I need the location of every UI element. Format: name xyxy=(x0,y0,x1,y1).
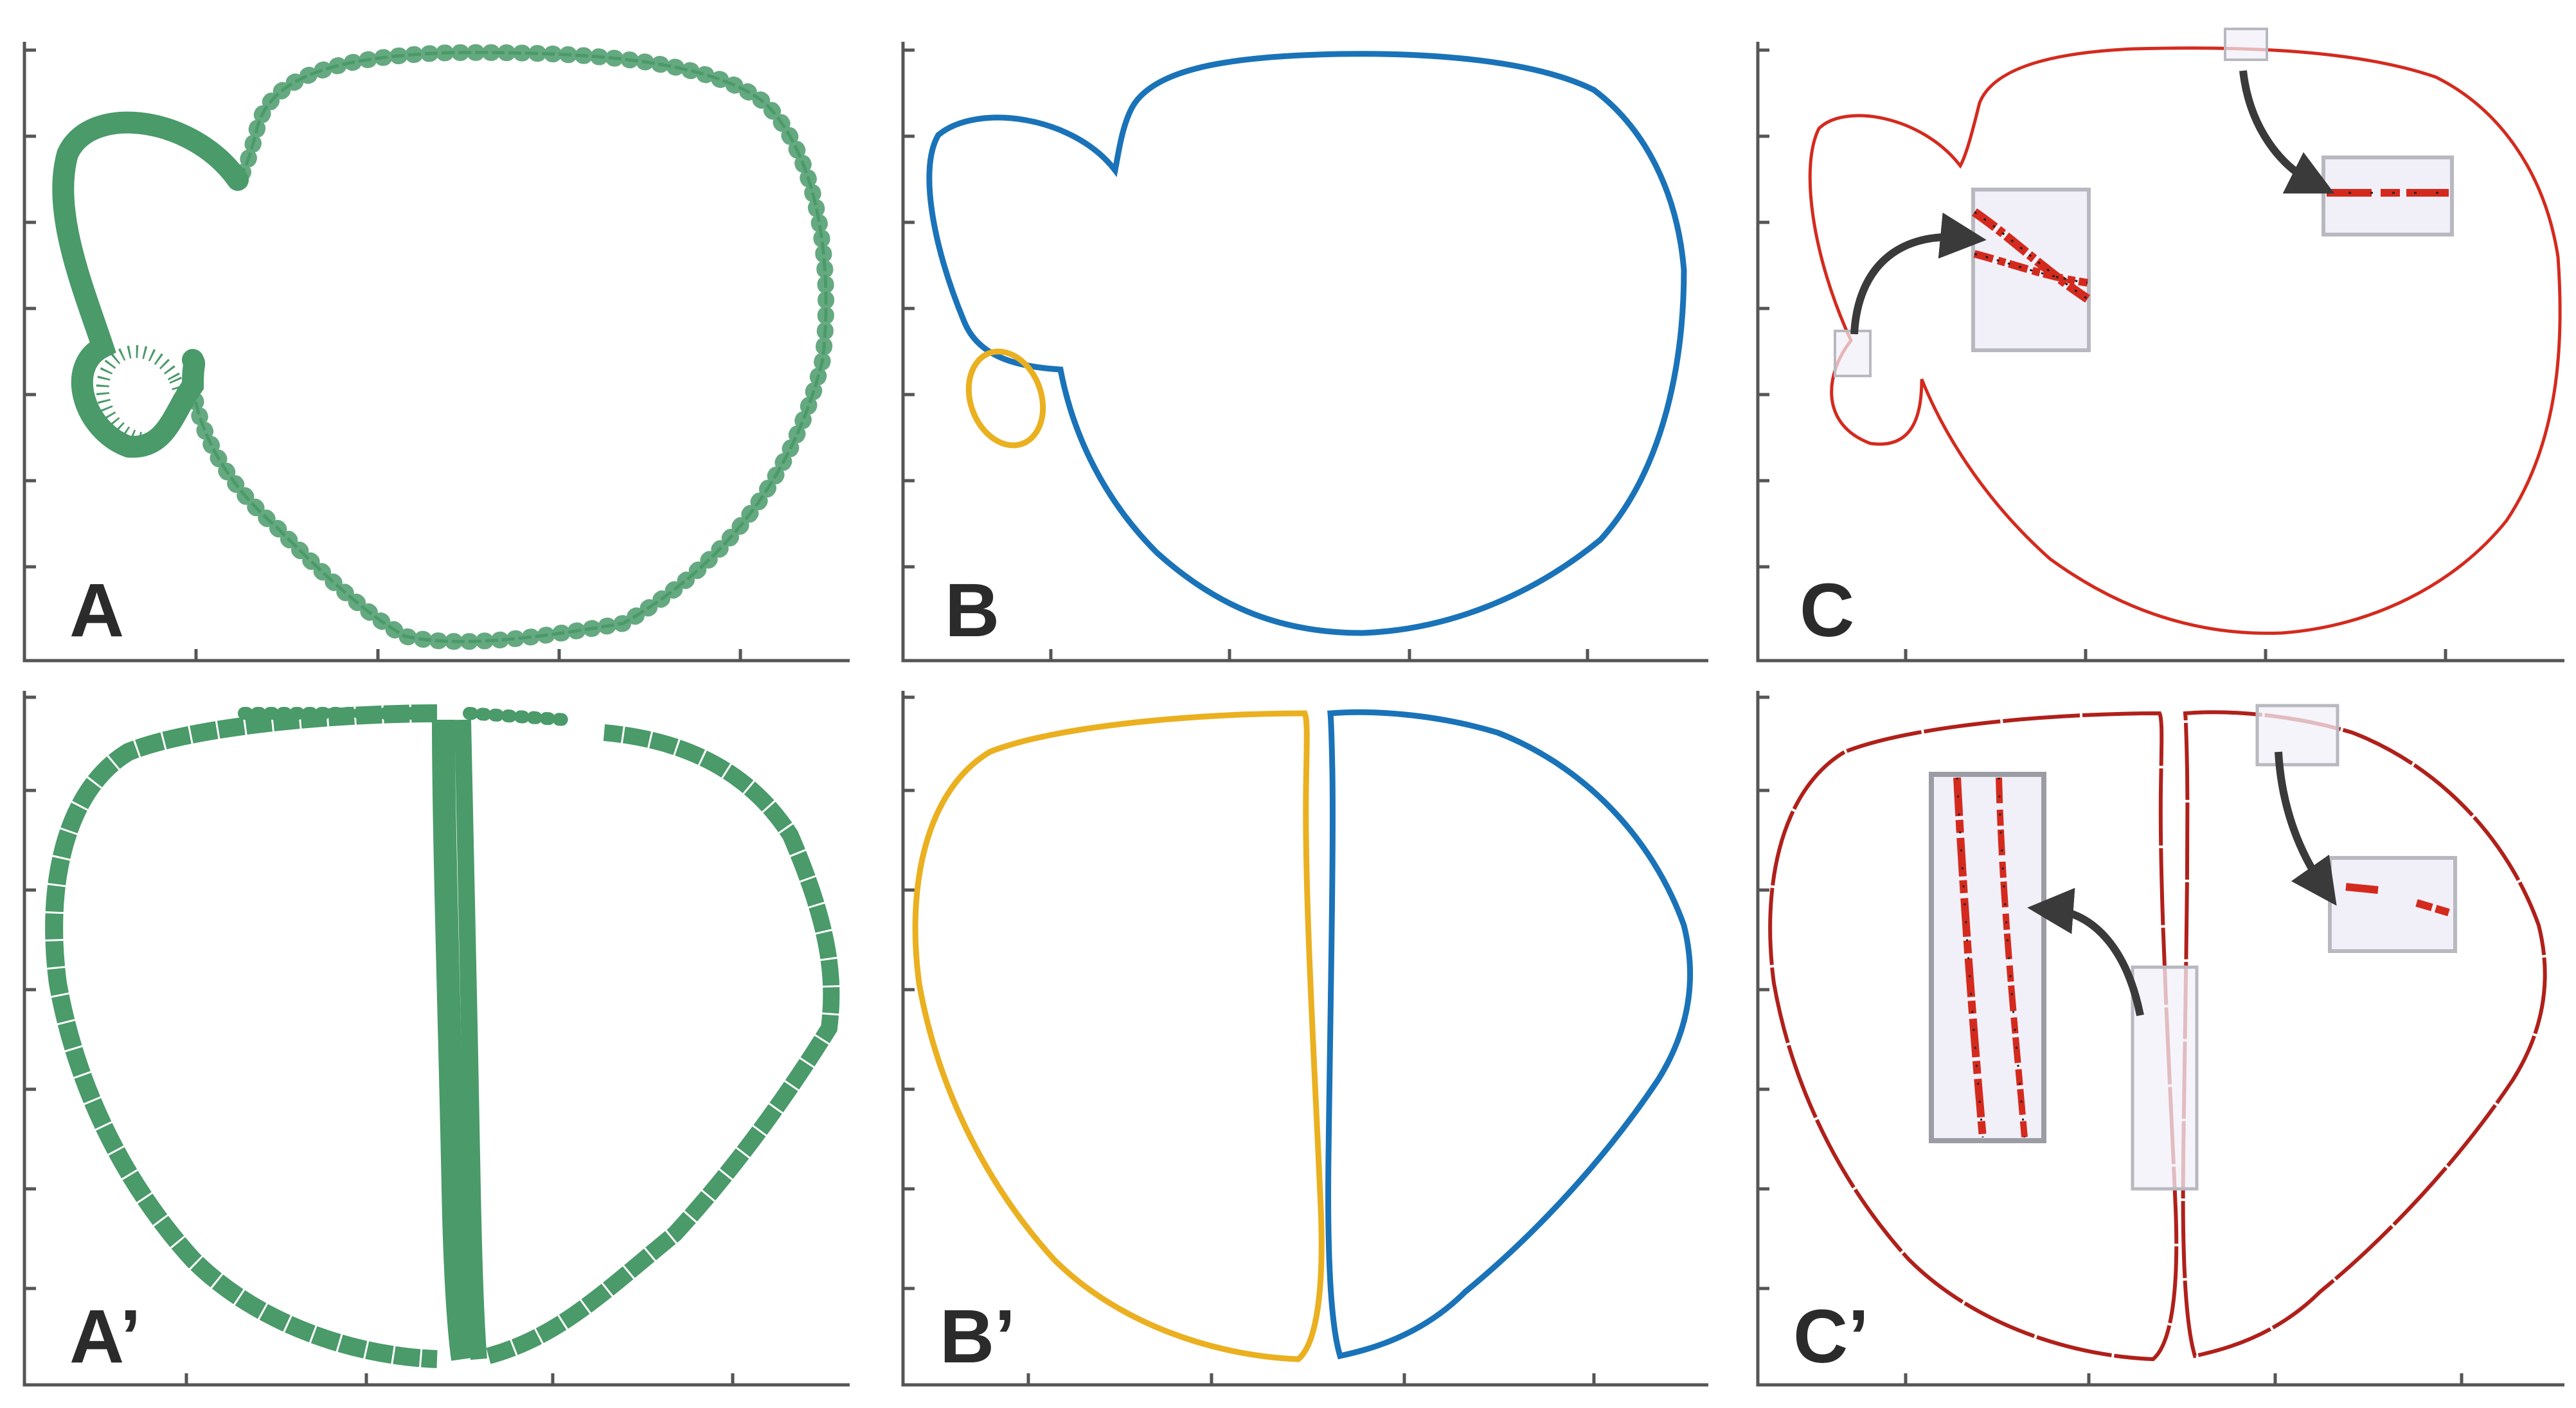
panel-label-A: A xyxy=(69,568,124,653)
panel-A-prime-point-contour xyxy=(45,704,840,1368)
zoom-inset-left xyxy=(1971,188,2091,352)
panel-label-C: C xyxy=(1800,568,1854,653)
zoom-inset-vertical xyxy=(1929,772,2046,1143)
axes-group xyxy=(22,42,2564,1387)
panel-C-prime-contours xyxy=(1768,704,2547,1362)
panel-C-contour xyxy=(1808,28,2562,635)
zoom-source-box-middle xyxy=(2131,965,2199,1191)
panel-B-contours xyxy=(926,51,1687,636)
axes-panel-C xyxy=(1756,42,2564,663)
zoom-arrow-left xyxy=(1850,212,1987,335)
zoom-source-box-top xyxy=(2224,28,2268,61)
axes-panel-B xyxy=(901,42,1708,663)
panel-A-point-contour xyxy=(52,44,835,650)
panel-label-A-prime: A’ xyxy=(69,1294,141,1379)
panel-label-C-prime: C’ xyxy=(1793,1294,1869,1379)
zoom-arrow-top xyxy=(2239,70,2335,194)
zoom-arrow-right xyxy=(2275,751,2337,906)
zoom-arrow-vertical xyxy=(2027,887,2144,1017)
zoom-inset-right xyxy=(2328,856,2457,953)
zoom-source-box-left xyxy=(1834,330,1872,377)
axes-panel-A xyxy=(22,42,850,663)
outer-contour xyxy=(926,51,1687,636)
inner-contour xyxy=(965,348,1046,449)
axes-panel-B-prime xyxy=(901,691,1708,1387)
axes-panel-C-prime xyxy=(1756,691,2564,1387)
zoom-source-box-top-right xyxy=(2255,704,2339,767)
zoom-inset-top xyxy=(2321,156,2454,236)
axes-panel-A-prime xyxy=(22,691,850,1387)
panel-B-prime-contours xyxy=(912,709,1694,1362)
panel-label-B: B xyxy=(945,568,999,653)
right-half-contour xyxy=(1325,709,1694,1360)
panel-label-B-prime: B’ xyxy=(940,1294,1015,1379)
left-half-contour xyxy=(912,710,1325,1362)
